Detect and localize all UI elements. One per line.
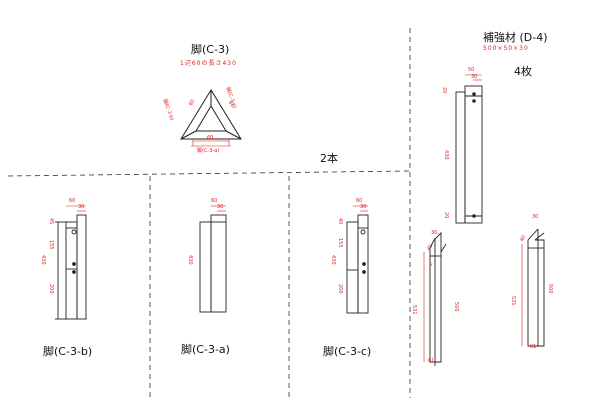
leg-note: 1辺60の長さ430 xyxy=(180,60,237,67)
panel-a-drawing xyxy=(199,214,227,313)
brace-right-drawing xyxy=(527,228,545,347)
brace-left-5: 5 xyxy=(429,262,433,268)
panel-b-drawing xyxy=(55,214,87,320)
panel-a-w30: 30 xyxy=(217,204,224,210)
brace-size: 500×50×30 xyxy=(483,45,529,52)
panel-b-d200: 200 xyxy=(48,284,54,294)
brace-left-61: 61 xyxy=(428,358,435,364)
panel-c-w60: 60 xyxy=(356,198,363,204)
panel-b-d155: 155 xyxy=(48,240,54,250)
brace-left-drawing xyxy=(429,231,447,366)
brace-right-30: 30 xyxy=(532,214,539,220)
panel-b-label: 脚(C-3-b) xyxy=(43,345,93,358)
panel-b-w30: 30 xyxy=(78,204,85,210)
panel-a-dims xyxy=(211,205,226,212)
brace-left-500: 500 xyxy=(453,302,459,312)
panel-b-w60: 60 xyxy=(69,198,76,204)
brace-left-30: 30 xyxy=(431,230,438,236)
brace-dim-20: 20 xyxy=(441,87,447,94)
brace-dim-20b: 20 xyxy=(443,212,449,219)
brace-drawing xyxy=(455,85,483,224)
panel-b-d430: 430 xyxy=(40,255,46,265)
brace-dims xyxy=(465,74,482,81)
triangle-section xyxy=(180,89,242,140)
triangle-dim-bottom: 60 xyxy=(207,135,214,141)
panel-b-dims xyxy=(66,205,86,212)
brace-dim-430: 430 xyxy=(443,150,449,160)
panel-c-d40: 40 xyxy=(337,218,343,225)
panel-a-w60: 60 xyxy=(211,198,218,204)
panel-c-dims xyxy=(353,205,368,212)
count-two: 2本 xyxy=(320,152,338,165)
panel-b-d45: 45 xyxy=(48,218,54,225)
panel-c-d430: 430 xyxy=(330,255,336,265)
brace-top-width: 50 xyxy=(468,67,475,73)
panel-c-drawing xyxy=(346,214,369,314)
horizontal-divider xyxy=(7,170,411,177)
brace-right-531: 531 xyxy=(510,296,516,306)
panel-a-d430: 430 xyxy=(187,255,193,265)
brace-top-30: 30 xyxy=(471,74,478,80)
leg-title: 脚(C-3) xyxy=(191,43,230,56)
brace-title: 補強材 (D-4) xyxy=(483,31,548,44)
brace-count: 4枚 xyxy=(514,65,532,78)
panel-c-w30: 30 xyxy=(360,204,367,210)
panel-c-d155: 155 xyxy=(337,238,343,248)
panel-a-label: 脚(C-3-a) xyxy=(181,343,230,356)
triangle-bottom-label: 脚(C-3-a) xyxy=(197,148,220,154)
dashed-dividers xyxy=(7,28,411,398)
panel-c-d200: 200 xyxy=(337,284,343,294)
triangle-dims xyxy=(191,139,231,147)
panel-c-label: 脚(C-3-c) xyxy=(323,345,372,358)
brace-right-500: 500 xyxy=(547,284,553,294)
brace-right-61: 61 xyxy=(530,344,537,350)
brace-left-531: 531 xyxy=(411,305,417,315)
